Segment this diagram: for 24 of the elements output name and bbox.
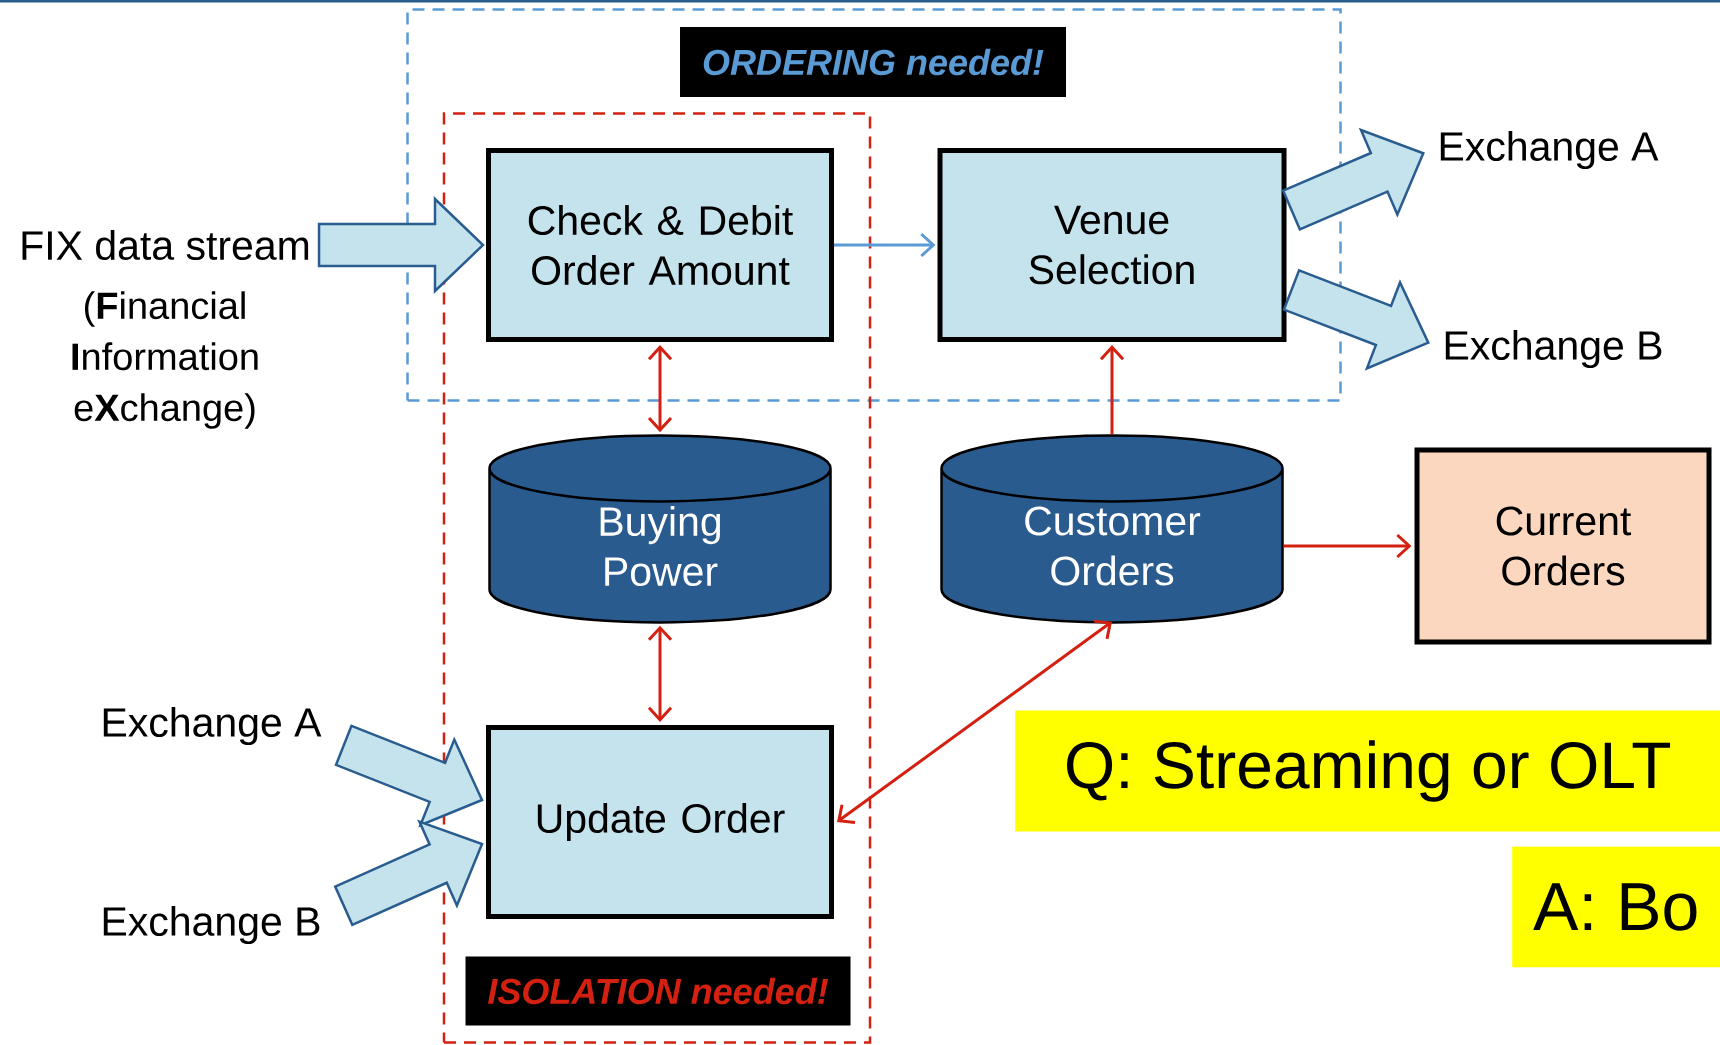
text: Exchange B	[103, 905, 320, 945]
text: Exchange A	[103, 706, 322, 746]
block-arrow	[333, 819, 484, 927]
highlight-box: Q: Streaming or OLT	[1015, 710, 1720, 832]
arrow	[1099, 345, 1125, 435]
highlight-box: A: Bo	[1512, 846, 1720, 968]
text: (Financial Information eXchange)	[72, 291, 258, 429]
arrow	[834, 232, 936, 258]
arrow	[647, 345, 673, 433]
process-box: Check & Debit Order Amount	[486, 148, 834, 342]
block-arrow	[317, 196, 485, 294]
text: Exchange B	[1445, 329, 1662, 369]
text: Exchange A	[1440, 130, 1659, 170]
process-box: Current Orders	[1414, 447, 1712, 645]
process-box: Update Order	[486, 725, 834, 919]
arrow	[837, 619, 1112, 825]
database-cylinder: Customer Orders	[940, 434, 1284, 624]
block-arrow	[1281, 127, 1425, 231]
database-cylinder: Buying Power	[488, 434, 832, 624]
text: FIX data stream	[22, 229, 309, 261]
process-box: Venue Selection	[937, 148, 1287, 342]
arrow	[1283, 533, 1412, 559]
block-arrow	[334, 724, 484, 828]
arrow	[647, 625, 673, 722]
